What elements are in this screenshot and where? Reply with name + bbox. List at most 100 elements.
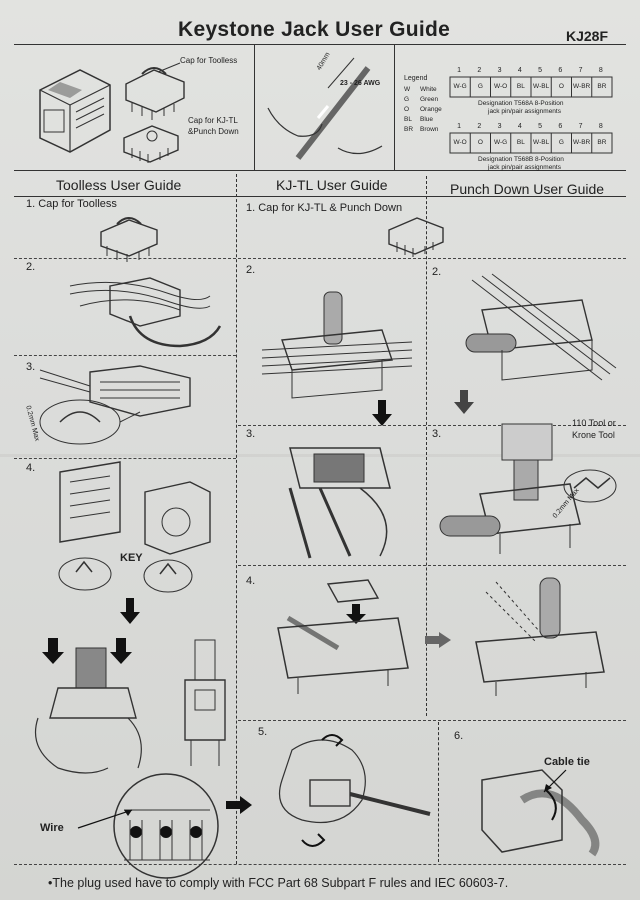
toolless-step-4: 4. [26,462,36,474]
legend-code: BL [404,116,412,123]
pin-number: 7 [578,123,583,130]
t568a-subcaption: jack pin/pair assignments [488,108,561,115]
pin-number: 5 [538,67,543,74]
cable-strip-illustration [267,57,383,160]
pin-number: 5 [538,123,543,130]
step-separator [238,565,626,566]
step-separator [238,258,626,259]
step-separator [14,355,236,356]
toolless-side-view-illustration [184,639,226,766]
top-divider-left [254,44,255,170]
kjtl-cap-illustration [123,125,179,163]
down-arrow-icon [454,390,474,414]
step-separator [14,258,236,259]
pin-color: G [558,139,564,146]
pin-color: W-BL [533,83,550,90]
pin-number: 4 [517,67,522,74]
kjtl-cap-press-illustration [277,579,409,694]
wire-pointer-arrow [77,809,133,829]
pin-color: W-BR [573,139,591,146]
punch-section-title: Punch Down User Guide [450,181,605,197]
pin-number: 1 [457,123,462,130]
pin-number: 3 [497,123,502,130]
pin-number: 2 [477,67,482,74]
awg-label: 23 - 26 AWG [340,80,381,87]
pin-color: G [477,83,483,90]
compliance-note: •The plug used have to comply with FCC P… [48,876,509,890]
pin-number: 6 [558,123,563,130]
kjtl-step-3: 3. [246,428,256,440]
kjtl-finished-jack-illustration [475,577,605,696]
model-number: KJ28F [566,28,609,44]
legend-code: G [404,96,410,103]
right-arrow-icon [425,632,451,648]
kjtl-crimp-tool-illustration [288,447,391,559]
keystone-jack-illustration [39,69,111,153]
top-rule [14,44,626,45]
legend-row: G Green [404,96,438,103]
kjtl-cap-step1-illustration [388,217,444,257]
cable-tie-label: Cable tie [544,756,590,768]
t568b-subcaption: jack pin/pair assignments [488,164,561,171]
pin-color: BL [516,83,525,90]
pin-color: BR [597,83,607,90]
t568a-caption: Designation T568A 8-Position [478,100,564,107]
section-header-rule [14,196,626,197]
column-divider-1 [236,174,237,864]
pin-number: 6 [558,67,563,74]
pin-color: W-O [494,83,508,90]
toolless-cap-step1-illustration [100,217,158,262]
t568a-pin-diagram [449,76,613,98]
leader-line [157,62,181,73]
pin-number: 3 [497,67,502,74]
wire-label: Wire [40,822,64,834]
cap-kjtl-label: Cap for KJ-TL [188,116,238,125]
legend-row: BL Blue [404,116,433,123]
punch-step-2: 2. [432,266,442,278]
toolless-trim-illustration [39,365,191,445]
kjtl-hand-press-illustration [278,734,431,847]
step-separator [238,425,626,426]
punch-step-3: 3. [432,428,442,440]
down-arrow-icon [120,598,140,624]
punch-down-label: &Punch Down [188,127,239,136]
toolless-step-2: 2. [26,261,36,273]
cable-tie-pointer-arrow [543,769,567,793]
toolless-key-alignment-illustration [58,461,211,593]
t568b-caption: Designation T568B 8-Position [478,156,564,163]
kjtl-step-2: 2. [246,264,256,276]
toolless-step-1: 1. Cap for Toolless [26,198,117,210]
legend-name: Blue [420,116,434,123]
pin-color: BL [516,139,525,146]
kjtl-wire-insert-illustration [261,291,413,399]
legend-row: BR Brown [404,126,438,133]
pin-color: O [477,139,483,146]
kjtl-step-5: 5. [258,726,268,738]
pin-color: W-BR [573,83,591,90]
legend-name: Orange [420,106,442,113]
top-divider-right [394,44,395,170]
key-label: KEY [120,552,143,564]
punch-wire-insert-illustration [465,273,617,381]
cap-toolless-label: Cap for Toolless [180,56,238,65]
pin-number: 1 [457,67,462,74]
down-arrow-icon [372,400,392,426]
kjtl-step-6: 6. [454,730,464,742]
punch-tool-illustration [439,423,617,554]
toolless-wire-insert-illustration [69,277,222,348]
kjtl-step-1: 1. Cap for KJ-TL & Punch Down [246,202,403,214]
step-separator [14,458,236,459]
pin-color: W-BL [533,139,550,146]
legend-code: BR [404,126,414,133]
pin-number: 4 [517,123,522,130]
legend-name: Brown [420,126,439,133]
legend-name: Green [420,96,439,103]
tool-label-line2: Krone Tool [572,430,615,440]
pin-color: W-G [494,139,508,146]
toolless-cap-illustration [125,67,185,120]
pin-color: W-G [453,83,467,90]
toolless-step-3: 3. [26,361,36,373]
